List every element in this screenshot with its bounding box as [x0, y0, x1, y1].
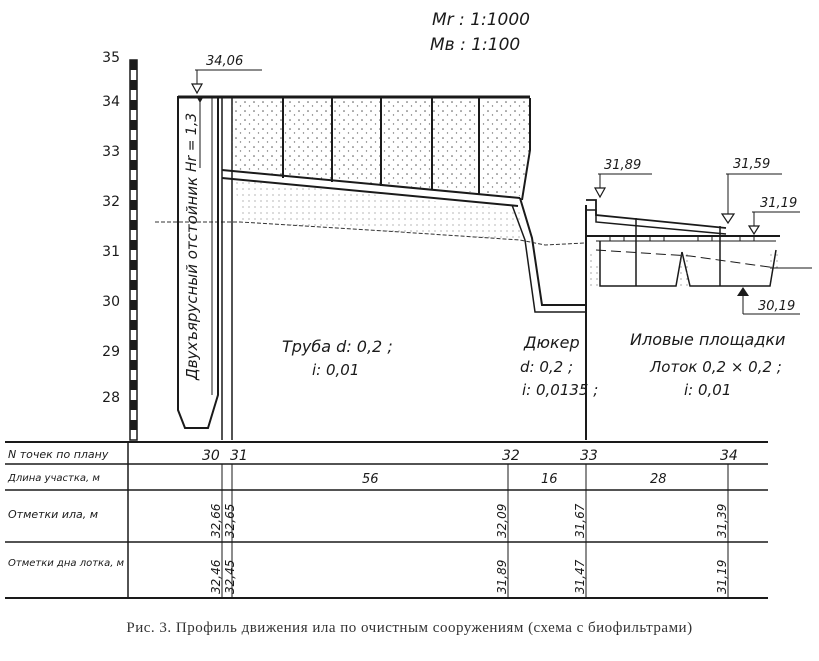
elevation-scale-bar — [129, 59, 138, 441]
tick-28: 28 — [102, 390, 120, 406]
tray-mark-31: 32,45 — [223, 560, 237, 594]
distribution-tray — [586, 199, 727, 286]
tick-35: 35 — [102, 50, 120, 66]
silt-beds: Иловые площадки Лоток 0,2 × 0,2 ; i: 0,0… — [586, 235, 812, 399]
biofilter-block — [178, 95, 531, 201]
duker-diameter-label: d: 0,2 ; — [520, 358, 573, 376]
tick-32: 32 — [102, 194, 120, 210]
mark-31-59: 31,59 — [720, 157, 782, 225]
point-33: 33 — [580, 448, 598, 464]
mark-30-19: 30,19 — [737, 287, 800, 315]
depth-label: Hr = 1,3 — [184, 113, 200, 172]
mark-31-89: 31,89 — [593, 158, 652, 199]
tick-33: 33 — [102, 144, 120, 160]
duker-slope-label: i: 0,0135 ; — [522, 381, 598, 399]
silt-beds-label: Иловые площадки — [630, 330, 785, 349]
tray-mark-33: 31,47 — [573, 559, 587, 594]
two-tier-settler: Hr = 1,3 Двухъярусный отстойник — [177, 96, 233, 440]
row-header-silt-marks: Отметки ила, м — [8, 508, 98, 521]
horizontal-scale: Mr : 1:1000 — [432, 10, 530, 30]
pipe-slope-label: i: 0,01 — [312, 361, 359, 379]
tick-30: 30 — [102, 294, 120, 310]
vertical-scale: Mв : 1:100 — [430, 35, 520, 55]
mark-31-59-label: 31,59 — [733, 157, 770, 172]
row-header-tray-marks: Отметки дна лотка, м — [8, 558, 125, 569]
ground-surface — [155, 180, 586, 246]
mark-34-06: 34,06 — [190, 54, 262, 95]
settler-label: Двухъярусный отстойник — [183, 177, 201, 381]
silt-mark-33: 31,67 — [573, 503, 587, 538]
row-header-points: N точек по плану — [8, 448, 109, 461]
profile-table — [5, 441, 768, 599]
row-header-lengths: Длина участка, м — [7, 473, 100, 484]
sloped-pipe: Труба d: 0,2 ; i: 0,01 — [221, 169, 521, 379]
mark-31-89-label: 31,89 — [604, 158, 641, 173]
mark-31-19-label: 31,19 — [760, 196, 797, 211]
length-28: 28 — [650, 472, 667, 487]
silt-mark-32: 32,09 — [495, 504, 509, 538]
tray-mark-34: 31,19 — [715, 560, 729, 594]
silt-mark-30: 32,66 — [209, 503, 223, 538]
mark-30-19-label: 30,19 — [758, 299, 795, 314]
mark-34-06-label: 34,06 — [206, 54, 243, 69]
point-32: 32 — [502, 448, 520, 464]
point-30: 30 — [202, 448, 220, 464]
length-56: 56 — [362, 472, 379, 487]
pipe-label: Труба d: 0,2 ; — [282, 337, 393, 356]
tray-mark-32: 31,89 — [495, 560, 509, 594]
duker-label: Дюкер — [523, 333, 580, 352]
tick-29: 29 — [102, 344, 120, 360]
tray-slope-label: i: 0,01 — [684, 381, 731, 399]
figure-caption: Рис. 3. Профиль движения ила по очистным… — [126, 620, 693, 636]
silt-mark-34: 31,39 — [715, 504, 729, 538]
mark-31-19: 31,19 — [747, 196, 800, 236]
tick-31: 31 — [102, 244, 120, 260]
tray-size-label: Лоток 0,2 × 0,2 ; — [649, 358, 782, 376]
point-34: 34 — [720, 448, 738, 464]
tray-mark-30: 32,46 — [209, 559, 223, 594]
tick-34: 34 — [102, 94, 120, 110]
length-16: 16 — [541, 472, 558, 487]
point-31: 31 — [230, 448, 248, 464]
duker-siphon: Дюкер d: 0,2 ; i: 0,0135 ; — [511, 197, 598, 440]
silt-mark-31: 32,65 — [223, 504, 237, 538]
